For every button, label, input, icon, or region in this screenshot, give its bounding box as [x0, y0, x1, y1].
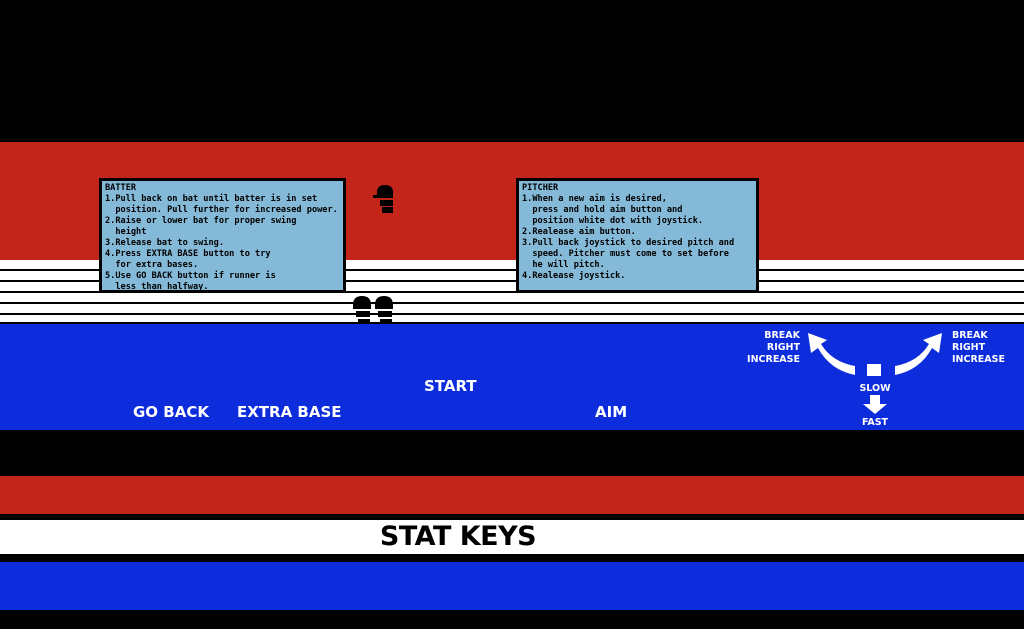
curved-arrow-right-icon: [895, 333, 942, 375]
break-right-increase-left-label: BREAK RIGHT INCREASE: [747, 330, 800, 365]
start-button[interactable]: START: [424, 377, 477, 395]
aim-button[interactable]: AIM: [595, 403, 627, 421]
fast-label: FAST: [861, 417, 889, 428]
batter-instructions-panel: BATTER 1.Pull back on bat until batter i…: [99, 178, 346, 293]
extra-base-button[interactable]: EXTRA BASE: [237, 403, 342, 421]
start-label: START: [424, 377, 477, 395]
divider: [0, 514, 1024, 520]
instruction-line: press and hold aim button and: [522, 205, 683, 215]
stat-keys-title: STAT KEYS: [379, 521, 537, 552]
control-blue-band: [0, 324, 1024, 430]
batter-title: BATTER: [105, 183, 137, 193]
instruction-line: 2.Realease aim button.: [522, 227, 636, 237]
instruction-line: height: [105, 227, 147, 237]
cleats-icon: [353, 296, 393, 324]
instruction-line: he will pitch.: [522, 260, 605, 270]
pitcher-instructions-panel: PITCHER 1.When a new aim is desired, pre…: [516, 178, 759, 293]
instruction-line: 1.Pull back on bat until batter is in se…: [105, 194, 318, 204]
instruction-line: 4.Press EXTRA BASE button to try: [105, 249, 271, 259]
break-right-increase-right-label: BREAK RIGHT INCREASE: [952, 330, 1005, 365]
bottom-black-band: [0, 610, 1024, 629]
middle-black-band: [0, 430, 1024, 476]
aim-label: AIM: [595, 403, 628, 421]
pitcher-title: PITCHER: [522, 183, 559, 193]
divider: [0, 554, 1024, 562]
go-back-label: GO BACK: [133, 403, 209, 421]
instruction-line: for extra bases.: [105, 260, 199, 270]
instruction-line: 3.Pull back joystick to desired pitch an…: [522, 238, 735, 248]
batter-helmet-icon: [373, 185, 393, 213]
instruction-line: position white dot with joystick.: [522, 216, 704, 226]
extra-base-label: EXTRA BASE: [237, 403, 342, 421]
bottom-red-band: [0, 476, 1024, 514]
go-back-button[interactable]: GO BACK: [133, 403, 209, 421]
curved-arrow-left-icon: [808, 333, 855, 375]
instruction-line: 4.Realease joystick.: [522, 271, 626, 281]
bottom-blue-band: [0, 562, 1024, 610]
instruction-line: 5.Use GO BACK button if runner is: [105, 271, 276, 281]
instruction-line: less than halfway.: [105, 282, 209, 292]
stat-keys-band: [0, 520, 1024, 554]
instruction-line: position. Pull further for increased pow…: [105, 205, 338, 215]
slow-label: SLOW: [859, 383, 891, 394]
instruction-line: 2.Raise or lower bat for proper swing: [105, 216, 297, 226]
instruction-line: speed. Pitcher must come to set before: [522, 249, 729, 259]
instruction-line: 1.When a new aim is desired,: [522, 194, 667, 204]
top-black-band: [0, 0, 1024, 142]
instruction-line: 3.Release bat to swing.: [105, 238, 224, 248]
down-arrow-icon: [863, 395, 887, 414]
joystick-square-icon: [867, 364, 881, 376]
